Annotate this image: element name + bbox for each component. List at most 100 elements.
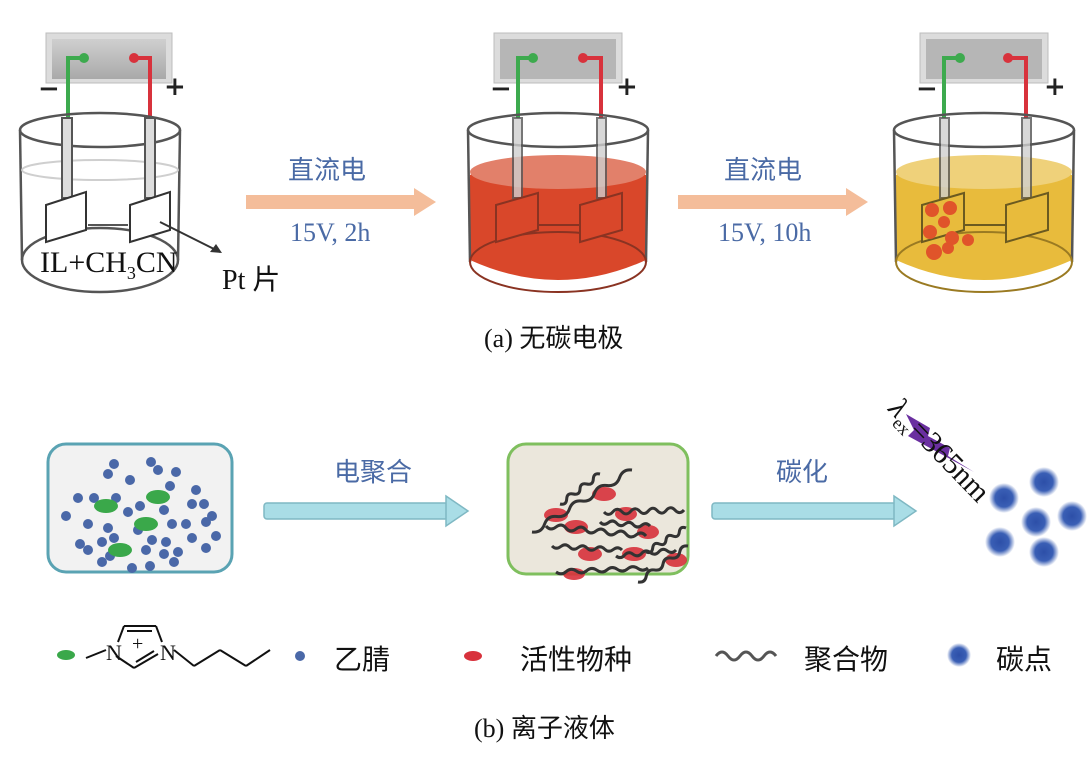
acetonitrile-dot — [111, 493, 121, 503]
acetonitrile-dots — [61, 457, 221, 573]
acetonitrile-dot — [147, 535, 157, 545]
acetonitrile-dot — [83, 545, 93, 555]
caption-a: (a) 无碳电极 — [484, 324, 624, 353]
acetonitrile-dot — [211, 531, 221, 541]
light-bolt-icon — [906, 414, 974, 472]
acetonitrile-dot — [199, 499, 209, 509]
acetonitrile-dot — [181, 519, 191, 529]
acetonitrile-dot — [191, 485, 201, 495]
arrow-2 — [678, 188, 868, 216]
polymer-chain — [602, 506, 686, 516]
acetonitrile-dot — [159, 505, 169, 515]
step2-bottom-label: 15V, 10h — [718, 218, 812, 247]
polymer-chain — [637, 544, 689, 584]
step1-top-label: 直流电 — [288, 156, 367, 186]
acetonitrile-dot — [173, 547, 183, 557]
acetonitrile-dot — [159, 549, 169, 559]
plus-sign-3: + — [1044, 72, 1066, 102]
acetonitrile-dot — [61, 511, 71, 521]
legend-acetonitrile-label: 乙腈 — [334, 643, 391, 676]
acetonitrile-dot — [103, 469, 113, 479]
carbon-dots — [985, 467, 1087, 567]
acetonitrile-dot — [141, 545, 151, 555]
polymer-chain — [598, 519, 652, 529]
polymer-chain — [550, 543, 624, 553]
arrow-1 — [246, 188, 436, 216]
carbon-dot — [1029, 537, 1059, 567]
legend-active-species-label: 活性物种 — [520, 643, 633, 676]
pointer-arrow — [159, 221, 221, 253]
carbon-dot — [989, 483, 1019, 513]
acetonitrile-dot — [123, 507, 133, 517]
polymer-chain — [645, 525, 687, 555]
polymer-chain — [555, 565, 649, 576]
caption-b: (b) 离子液体 — [474, 714, 615, 743]
pt-sheet-label: Pt 片 — [222, 265, 281, 296]
acetonitrile-dot — [73, 493, 83, 503]
positive-charge: + — [132, 633, 143, 655]
nitrogen-2: N — [160, 640, 176, 665]
terminal-negative — [79, 53, 89, 63]
electropolymerization-label: 电聚合 — [334, 458, 413, 488]
legend-carbon-dot-marker — [947, 643, 971, 667]
acetonitrile-dot — [97, 557, 107, 567]
plus-sign-1: + — [164, 72, 186, 102]
step2-top-label: 直流电 — [724, 156, 803, 186]
beaker-3 — [892, 32, 1076, 293]
polymer-chain — [544, 523, 648, 539]
polymer-chain — [531, 468, 633, 534]
acetonitrile-dot — [169, 557, 179, 567]
acetonitrile-dot — [161, 537, 171, 547]
polymer-chain — [559, 472, 601, 506]
nitrogen-1: N — [106, 640, 122, 665]
acetonitrile-dot — [135, 501, 145, 511]
legend-polymer-marker — [714, 650, 778, 662]
carbon-dot — [1029, 467, 1059, 497]
acetonitrile-dot — [75, 539, 85, 549]
beaker-1 — [18, 32, 222, 294]
acetonitrile-dot — [187, 533, 197, 543]
legend-active-species-marker — [464, 651, 482, 661]
beaker-2 — [466, 32, 650, 293]
ionic-liquid-dots — [94, 490, 170, 557]
acetonitrile-dot — [109, 533, 119, 543]
minus-sign-3: − — [916, 74, 938, 104]
acetonitrile-dot — [167, 519, 177, 529]
acetonitrile-dot — [89, 493, 99, 503]
beaker-1-label: IL+CH3CN — [40, 246, 178, 283]
acetonitrile-dot — [201, 517, 211, 527]
acetonitrile-dot — [103, 523, 113, 533]
minus-sign-1: − — [38, 74, 60, 104]
plus-sign-2: + — [616, 72, 638, 102]
carbon-deposit — [923, 201, 974, 260]
wire-negative — [66, 56, 84, 118]
polymer-chains — [531, 468, 689, 584]
polymer-chain — [615, 547, 678, 560]
acetonitrile-dot — [97, 537, 107, 547]
arrow-4 — [711, 494, 918, 528]
acetonitrile-dot — [83, 519, 93, 529]
legend-ionic-liquid-marker — [57, 650, 75, 660]
arrow-3 — [263, 494, 470, 528]
acetonitrile-dot — [125, 475, 135, 485]
acetonitrile-dot — [146, 457, 156, 467]
acetonitrile-dot — [109, 459, 119, 469]
legend-carbon-dot-label: 碳点 — [996, 643, 1053, 676]
carbon-dot — [1021, 507, 1051, 537]
acetonitrile-dot — [201, 543, 211, 553]
power-supply — [45, 32, 173, 84]
carbon-dot — [985, 527, 1015, 557]
acetonitrile-dot — [153, 465, 163, 475]
acetonitrile-dot — [187, 499, 197, 509]
legend-acetonitrile-marker — [295, 651, 305, 661]
terminal-positive — [129, 53, 139, 63]
box-ionic-liquid — [46, 442, 234, 574]
carbonization-label: 碳化 — [776, 458, 829, 488]
box-polymer — [506, 442, 690, 584]
minus-sign-2: − — [490, 74, 512, 104]
acetonitrile-dot — [171, 467, 181, 477]
acetonitrile-dot — [145, 561, 155, 571]
wire-positive — [134, 56, 152, 118]
acetonitrile-dot — [165, 481, 175, 491]
acetonitrile-dot — [127, 563, 137, 573]
